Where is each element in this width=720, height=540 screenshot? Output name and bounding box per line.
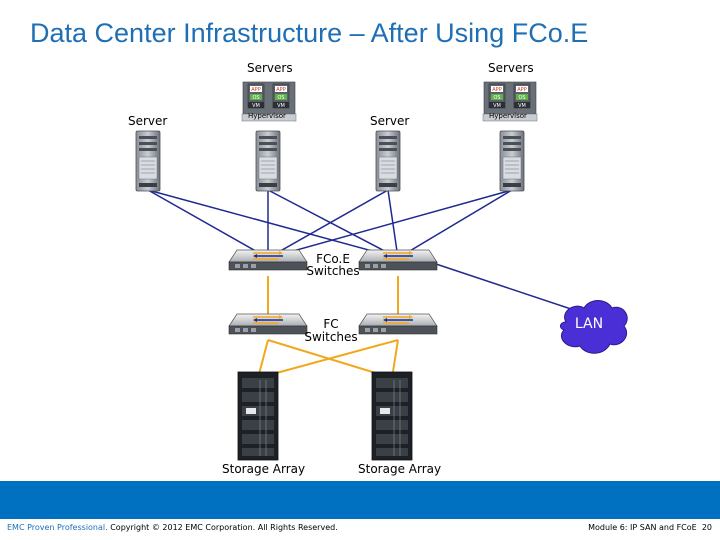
footer-copyright-text: Copyright © 2012 EMC Corporation. All Ri…: [107, 523, 338, 532]
network-diagram: APP APP APP APP OS OS OS OS VM VM VM VM …: [135, 81, 628, 461]
fc-switch-left: [228, 313, 308, 335]
fcoe-switch-right: [358, 249, 438, 271]
storage-array-left-label: Storage Array: [222, 462, 306, 476]
fcoe-switches-label-line2: Switches: [306, 264, 360, 278]
hypervisor-label-right: Hypervisor: [489, 112, 527, 120]
footer-module-name: Module 6: IP SAN and FCoE: [588, 523, 697, 532]
vm-os-label: OS: [518, 95, 525, 101]
storage-array-right-label: Storage Array: [358, 462, 442, 476]
vm-os-label: OS: [277, 95, 284, 101]
lan-label: LAN: [575, 316, 603, 332]
vm-label: VM: [518, 103, 526, 109]
storage-array-left: [237, 371, 279, 461]
footer-band: [0, 481, 720, 519]
vm-label: VM: [277, 103, 285, 109]
fc-switches-label-line2: Switches: [304, 330, 358, 344]
footer-brand: EMC Proven Professional.: [7, 523, 108, 532]
vm-label: VM: [493, 103, 501, 109]
footer-copyright: EMC Proven Professional. Copyright © 201…: [7, 523, 338, 532]
vm-app-label: APP: [492, 87, 501, 93]
fcoe-switch-left: [228, 249, 308, 271]
virtual-server-right: [482, 81, 538, 192]
hypervisor-label-left: Hypervisor: [248, 112, 286, 120]
vm-os-label: OS: [493, 95, 500, 101]
vm-app-label: APP: [276, 87, 285, 93]
page-number: 20: [701, 523, 712, 532]
servers-right-label: Servers: [488, 61, 534, 75]
footer-module: Module 6: IP SAN and FCoE 20: [588, 523, 712, 532]
footer: EMC Proven Professional. Copyright © 201…: [0, 519, 720, 540]
storage-array-right: [371, 371, 413, 461]
servers-left-label: Servers: [247, 61, 293, 75]
server-left: [135, 130, 161, 192]
vm-app-label: APP: [251, 87, 260, 93]
ethernet-links: [147, 189, 581, 313]
vm-label: VM: [252, 103, 260, 109]
server-left-label: Server: [128, 114, 168, 128]
fcoe-switches-label-line1: FCo.E: [316, 252, 350, 266]
server-mid: [375, 130, 401, 192]
virtual-server-left: [241, 81, 297, 192]
vm-app-label: APP: [517, 87, 526, 93]
slide-title: Data Center Infrastructure – After Using…: [30, 18, 589, 48]
server-mid-label: Server: [370, 114, 410, 128]
fc-switches-label-line1: FC: [323, 317, 339, 331]
lan-cloud: [559, 300, 628, 354]
vm-os-label: OS: [252, 95, 259, 101]
fc-switch-right: [358, 313, 438, 335]
